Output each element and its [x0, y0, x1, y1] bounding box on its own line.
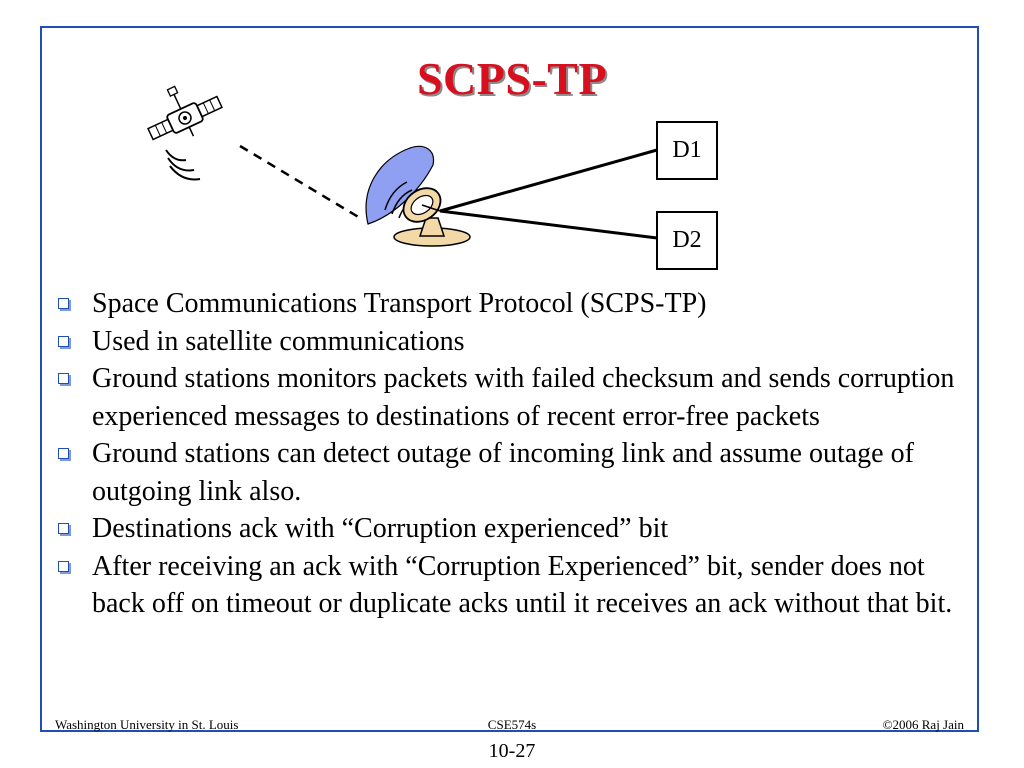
bullet-item: Ground stations can detect outage of inc… — [52, 435, 972, 510]
slide-frame — [40, 26, 979, 732]
bullet-item: Destinations ack with “Corruption experi… — [52, 510, 972, 548]
destination-d2-label: D2 — [672, 227, 702, 253]
destination-d2-box: D2 — [656, 211, 718, 270]
page-number: 10-27 — [488, 740, 536, 762]
bullet-text: Destinations ack with “Corruption experi… — [92, 513, 669, 544]
footer-institution: Washington University in St. Louis — [55, 717, 239, 732]
destination-d1-box: D1 — [656, 121, 718, 180]
bullet-text: Ground stations can detect outage of inc… — [92, 438, 914, 507]
link-to-d2-line — [439, 209, 658, 240]
link-to-d1-line — [439, 148, 658, 213]
wireless-link-line — [239, 144, 361, 220]
square-bullet-icon — [58, 373, 69, 384]
square-bullet-icon — [58, 335, 69, 347]
destination-d1-label: D1 — [672, 137, 702, 163]
slide-title: SCPS-TP — [416, 53, 608, 104]
ground-station-dish-icon — [365, 145, 471, 247]
bullet-item: Space Communications Transport Protocol … — [52, 285, 972, 323]
bullet-text: Space Communications Transport Protocol … — [92, 288, 707, 319]
footer-course: CSE574s — [487, 717, 537, 732]
network-diagram — [147, 85, 658, 247]
bullet-text: After receiving an ack with “Corruption … — [92, 550, 953, 620]
bullet-list: Space Communications Transport Protocol … — [52, 285, 972, 623]
footer-copyright: ©2006 Raj Jain — [882, 717, 964, 732]
bullet-item: Ground stations monitors packets with fa… — [52, 360, 972, 435]
square-bullet-icon — [58, 298, 69, 309]
bullet-text: Ground stations monitors packets with fa… — [92, 363, 955, 432]
bullet-text: Used in satellite communications — [92, 325, 465, 357]
satellite-icon — [147, 85, 223, 181]
square-bullet-icon — [58, 560, 69, 572]
bullet-item: After receiving an ack with “Corruption … — [52, 548, 972, 623]
square-bullet-icon — [58, 523, 69, 534]
bullet-item: Used in satellite communications — [52, 323, 972, 361]
square-bullet-icon — [58, 448, 69, 459]
